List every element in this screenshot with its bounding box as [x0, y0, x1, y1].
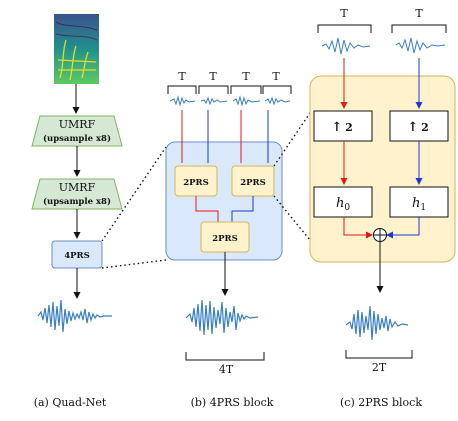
- t-label-c2: T: [415, 7, 423, 20]
- upsample-right-arrow-icon: ↑: [408, 120, 419, 135]
- prs4-output-length: 4T: [219, 363, 234, 376]
- svg-text:h0: h0: [336, 196, 350, 213]
- t-label-b1: T: [178, 70, 186, 83]
- prs4-node: 4PRS: [51, 240, 103, 269]
- quadnet-caption: (a) Quad-Net: [34, 396, 107, 409]
- umrf-block-1: UMRF (upsample x8): [31, 115, 123, 147]
- spectrogram: [54, 14, 99, 84]
- upsample-right-node: ↑ 2: [389, 110, 449, 142]
- upsample-left-node: ↑ 2: [313, 110, 373, 142]
- prs4-output-waveform: [185, 299, 259, 336]
- prs2-left-label: 2PRS: [183, 178, 209, 188]
- h1-base: h: [412, 196, 420, 211]
- h1-sub: 1: [420, 203, 426, 213]
- red-to-sum-arrow: [343, 217, 373, 239]
- h0-node: h0: [313, 186, 373, 218]
- blue-to-sum-arrow: [386, 217, 420, 239]
- prs4-input-lines: [181, 110, 269, 163]
- prs2-caption: (c) 2PRS block: [340, 396, 422, 409]
- prs4-merge-lines: [195, 196, 254, 222]
- quadnet-output-waveform: [37, 299, 112, 333]
- prs2-right-label: 2PRS: [240, 178, 266, 188]
- umrf-1-title: UMRF: [59, 118, 96, 131]
- svg-text:h1: h1: [412, 196, 426, 213]
- h0-sub: 0: [344, 203, 350, 213]
- t-label-c1: T: [340, 7, 348, 20]
- h1-node: h1: [389, 186, 449, 218]
- zoom-line-2prs-top: [273, 106, 315, 167]
- upsample-right-factor: 2: [421, 121, 429, 134]
- prs4-caption: (b) 4PRS block: [191, 396, 274, 409]
- prs2-bottom-node: 2PRS: [200, 221, 250, 253]
- prs2-output-waveform: [345, 305, 409, 341]
- upsample-left-factor: 2: [345, 121, 353, 134]
- sum-node: [373, 228, 387, 242]
- prs2-output-bracket: [345, 350, 413, 359]
- prs2-bottom-label: 2PRS: [212, 234, 238, 244]
- umrf-2-sub: (upsample x8): [43, 196, 111, 207]
- t-brackets-2prs: [317, 24, 447, 33]
- h0-base: h: [336, 196, 344, 211]
- t-label-b4: T: [272, 70, 280, 83]
- prs2-left-node: 2PRS: [174, 165, 218, 197]
- input-waveforms-4prs: [169, 95, 291, 107]
- t-brackets-4prs: [167, 85, 292, 94]
- prs4-label: 4PRS: [64, 251, 90, 261]
- t-label-b2: T: [209, 70, 217, 83]
- t-label-b3: T: [242, 70, 250, 83]
- prs2-right-node: 2PRS: [231, 165, 275, 197]
- zoom-line-4prs-top: [101, 146, 167, 242]
- zoom-line-2prs-bottom: [273, 195, 315, 246]
- umrf-1-sub: (upsample x8): [43, 133, 111, 144]
- input-waveforms-2prs: [321, 37, 446, 55]
- zoom-line-4prs-bottom: [101, 259, 167, 269]
- prs2-output-length: 2T: [372, 361, 387, 374]
- umrf-block-2: UMRF (upsample x8): [31, 178, 123, 210]
- prs4-output-bracket: [185, 352, 265, 361]
- t-labels-2prs: T T: [340, 7, 423, 20]
- upsample-left-arrow-icon: ↑: [332, 120, 343, 135]
- umrf-2-title: UMRF: [59, 181, 96, 194]
- t-labels-4prs: T T T T: [178, 70, 280, 83]
